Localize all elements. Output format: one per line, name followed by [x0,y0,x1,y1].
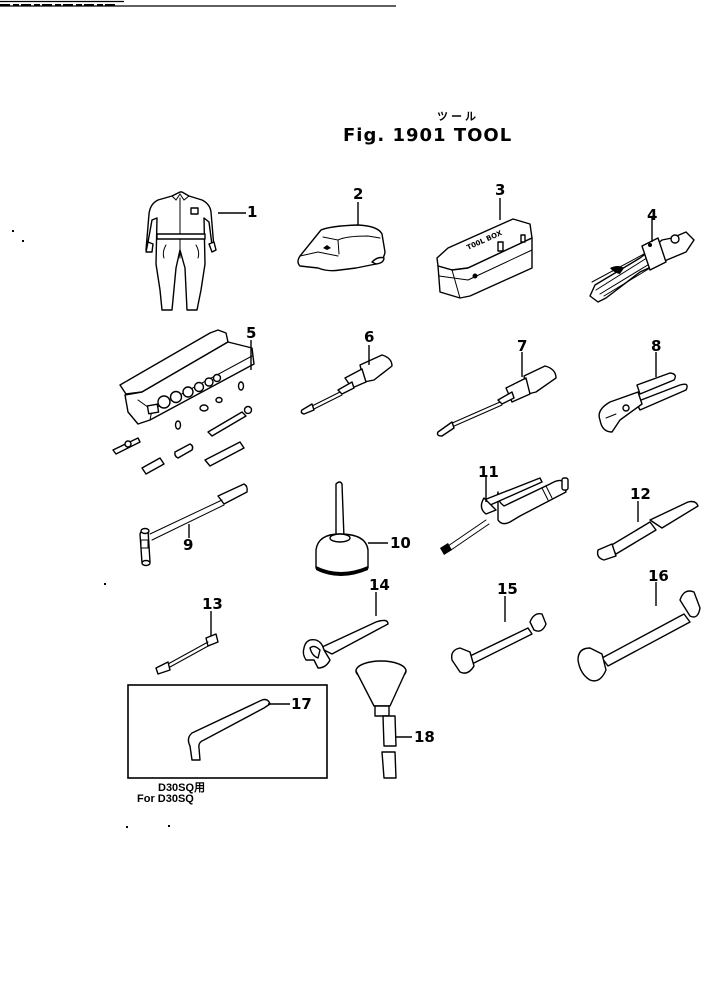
callout-17: 17 [291,695,312,713]
inset-note-english: For D30SQ [137,793,194,805]
scan-specks [12,230,170,828]
callout-6: 6 [364,328,375,346]
screwdriver-long-illustration [436,365,557,437]
double-wrench-large-illustration [577,590,701,682]
toolbox-illustration: T00L BOX [436,218,533,299]
wrench-set-illustration [589,231,695,303]
figure-japanese-label: ツール [437,110,479,123]
callout-9: 9 [183,536,194,554]
callout-16: 16 [648,567,669,585]
pry-bar-illustration [596,500,699,561]
hammer-illustration [139,483,248,567]
pliers-illustration [598,372,688,433]
funnel-illustration [355,660,407,779]
double-wrench-small-illustration [450,612,547,674]
callout-8: 8 [651,337,662,355]
callout-10: 10 [390,534,411,552]
figure-title: Fig. 1901 TOOL [343,125,513,146]
callout-12: 12 [630,485,651,503]
single-wrench-illustration [302,619,389,669]
oil-can-illustration [315,481,369,576]
socket-set-illustration [112,329,255,475]
page-top-rule [0,0,396,7]
callout-13: 13 [202,595,223,613]
callout-1: 1 [247,203,258,221]
inset-frame [127,684,328,779]
callout-14: 14 [369,576,390,594]
cap-illustration [297,224,386,272]
inset-note-japanese: D30SQ用 [158,782,206,794]
callout-3: 3 [495,181,506,199]
screwdriver-short-illustration [300,354,393,415]
callout-4: 4 [647,206,658,224]
callout-7: 7 [517,337,528,355]
callout-18: 18 [414,728,435,746]
callout-2: 2 [353,185,364,203]
callout-5: 5 [246,324,257,342]
grease-gun-illustration [440,477,569,555]
coverall-illustration [145,191,217,311]
hex-key-illustration [187,698,271,761]
callout-15: 15 [497,580,518,598]
extension-bar-illustration [155,633,219,675]
callout-11: 11 [478,463,499,481]
